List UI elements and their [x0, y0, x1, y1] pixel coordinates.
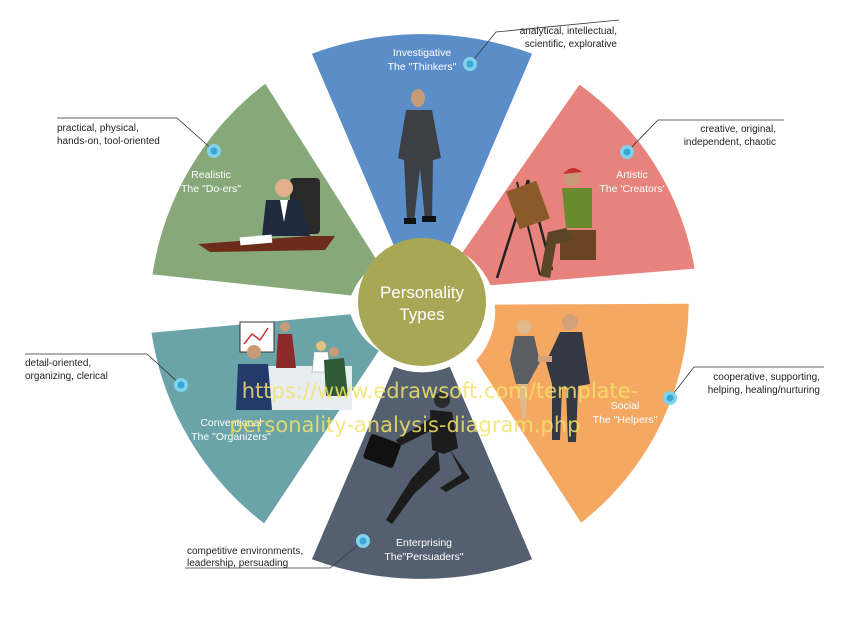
- description-enterprising-line2: leadership, persuading: [187, 558, 288, 569]
- segment-title-enterprising: Enterprising: [396, 537, 452, 549]
- target-dot-icon: [356, 534, 370, 548]
- handshake-figure-icon: [510, 314, 590, 442]
- segment-subtitle-social: The "Helpers": [593, 414, 658, 426]
- center-circle: [358, 238, 486, 366]
- watermark-line1: https://www.edrawsoft.com/template-: [242, 379, 639, 403]
- description-investigative-line2: scientific, explorative: [525, 39, 618, 50]
- desk-worker-figure-icon: [198, 178, 335, 252]
- description-social-line1: cooperative, supporting,: [713, 372, 820, 383]
- segment-subtitle-artistic: The 'Creators': [599, 183, 664, 195]
- segment-title-realistic: Realistic: [191, 169, 231, 181]
- target-dot-icon: [463, 57, 477, 71]
- segment-subtitle-conventional: The "Organizers": [191, 431, 271, 443]
- center-label-line2: Types: [399, 305, 444, 324]
- segment-title-artistic: Artistic: [616, 169, 648, 181]
- target-dot-icon: [174, 378, 188, 392]
- segment-subtitle-enterprising: The"Persuaders": [384, 551, 464, 563]
- description-realistic-line1: practical, physical,: [57, 123, 139, 134]
- description-artistic-line1: creative, original,: [700, 124, 776, 135]
- segment-subtitle-investigative: The "Thinkers": [388, 61, 457, 73]
- watermark-line2: personality-analysis-diagram.php: [230, 413, 581, 437]
- description-investigative-line1: analytical, intellectual,: [520, 26, 617, 37]
- meeting-figure-icon: [236, 321, 352, 410]
- description-realistic-line2: hands-on, tool-oriented: [57, 136, 160, 147]
- center-label-line1: Personality: [380, 283, 465, 302]
- description-social-line2: helping, healing/nurturing: [708, 385, 820, 396]
- description-conventional-line1: detail-oriented,: [25, 358, 91, 369]
- target-dot-icon: [207, 144, 221, 158]
- leader-lines: [25, 19, 824, 569]
- segment-title-investigative: Investigative: [393, 47, 452, 59]
- segment-title-conventional: Conventional: [200, 417, 261, 429]
- description-conventional-line2: organizing, clerical: [25, 371, 108, 382]
- runner-figure-icon: [363, 392, 470, 524]
- thinker-figure-icon: [398, 89, 441, 224]
- target-dot-icon: [620, 145, 634, 159]
- painter-figure-icon: [495, 167, 596, 279]
- segment-subtitle-realistic: The "Do-ers": [181, 183, 241, 195]
- segment-title-social: Social: [611, 400, 640, 412]
- description-artistic-line2: independent, chaotic: [684, 137, 776, 148]
- target-dot-icon: [663, 391, 677, 405]
- description-enterprising-line1: competitive environments,: [187, 546, 303, 557]
- segment-artistic: [462, 84, 695, 286]
